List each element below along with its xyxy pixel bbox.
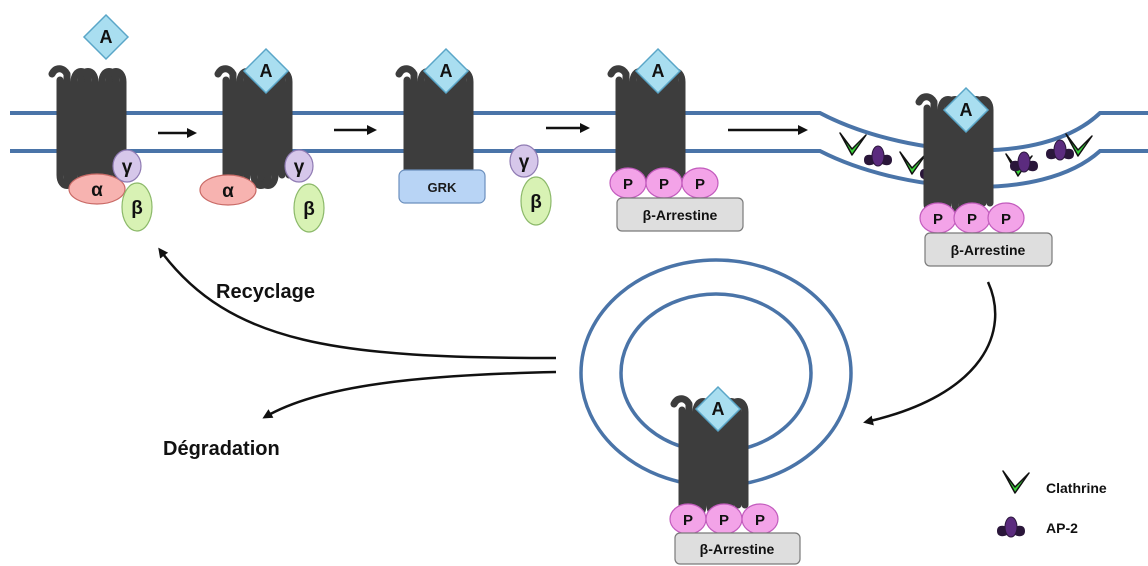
clathrin-molecule	[839, 132, 867, 156]
agonist-2: A	[243, 48, 289, 94]
phospho-group-4: P P P	[609, 167, 719, 199]
g-alpha-subunit-1	[68, 173, 126, 205]
beta-label: β	[303, 199, 315, 220]
phospho-label: P	[719, 512, 729, 529]
g-gamma-subunit-2	[284, 149, 314, 183]
legend-ap2-icon	[996, 516, 1026, 538]
agonist-1: A	[83, 14, 129, 60]
g-alpha-subunit-2	[199, 174, 257, 206]
agonist-label: A	[712, 399, 725, 419]
degradation-label: Dégradation	[163, 438, 280, 460]
agonist-3: A	[423, 48, 469, 94]
gamma-label: γ	[519, 152, 530, 173]
recycling-label: Recyclage	[216, 281, 315, 303]
legend-ap2-label: AP-2	[1046, 520, 1078, 536]
stage-5-clathrin-pit: A P P P β-Arrestine	[839, 87, 1093, 267]
agonist-label: A	[100, 27, 113, 47]
receptor-2	[218, 69, 289, 186]
receptor-4	[611, 69, 682, 186]
receptor-1	[52, 69, 123, 186]
stage-6-endosome: A P P P β-Arrestine	[579, 258, 853, 565]
ap2-adaptor	[863, 145, 893, 167]
arrestin-label: β-Arrestine	[951, 242, 1026, 258]
phospho-label: P	[755, 512, 765, 529]
agonist-label: A	[652, 61, 665, 81]
beta-label: β	[530, 192, 542, 213]
beta-arrestin-4	[616, 197, 744, 232]
recycling-arrow	[158, 247, 557, 360]
arrestin-label: β-Arrestine	[643, 207, 718, 223]
agonist-label: A	[960, 100, 973, 120]
grk-kinase	[398, 169, 486, 204]
alpha-label: α	[222, 181, 234, 202]
phospho-label: P	[1001, 211, 1011, 228]
beta-arrestin-6	[674, 532, 801, 565]
beta-arrestin-5	[924, 232, 1053, 267]
agonist-label: A	[260, 61, 273, 81]
legend-clathrin-label: Clathrine	[1046, 480, 1107, 496]
legend-clathrin-icon	[1002, 470, 1030, 494]
phospho-label: P	[623, 176, 633, 193]
beta-label: β	[131, 198, 143, 219]
agonist-label: A	[440, 61, 453, 81]
ap2-adaptor	[1045, 139, 1075, 161]
g-gamma-subunit-3	[509, 144, 539, 178]
gamma-label: γ	[122, 157, 133, 178]
phospho-group-5: P P P	[919, 202, 1025, 234]
g-beta-subunit-1	[121, 182, 153, 232]
stage-1-receptor-g-protein: A α β γ	[52, 14, 153, 232]
grk-label: GRK	[428, 180, 458, 195]
g-beta-subunit-3	[520, 176, 552, 226]
agonist-6: A	[695, 386, 741, 432]
degradation-arrow	[262, 370, 557, 419]
receptor-3	[399, 69, 470, 186]
phospho-group-6: P P P	[669, 503, 779, 535]
legend: Clathrine AP-2	[996, 470, 1107, 538]
stage-2-agonist-bound: A α β γ	[199, 48, 325, 233]
agonist-4: A	[635, 48, 681, 94]
stage-3-grk: A GRK β γ	[398, 48, 552, 226]
internalization-arrow	[863, 281, 997, 426]
phospho-label: P	[695, 176, 705, 193]
stage-4-arrestin-binding: A P P P β-Arrestine	[609, 48, 744, 232]
phospho-label: P	[659, 176, 669, 193]
ap2-adaptor	[1009, 151, 1039, 173]
phospho-label: P	[683, 512, 693, 529]
g-gamma-subunit-1	[112, 149, 142, 183]
alpha-label: α	[91, 180, 103, 201]
gamma-label: γ	[294, 157, 305, 178]
phospho-label: P	[933, 211, 943, 228]
agonist-5: A	[943, 87, 989, 133]
arrestin-label: β-Arrestine	[700, 541, 775, 557]
phospho-label: P	[967, 211, 977, 228]
g-beta-subunit-2	[293, 183, 325, 233]
